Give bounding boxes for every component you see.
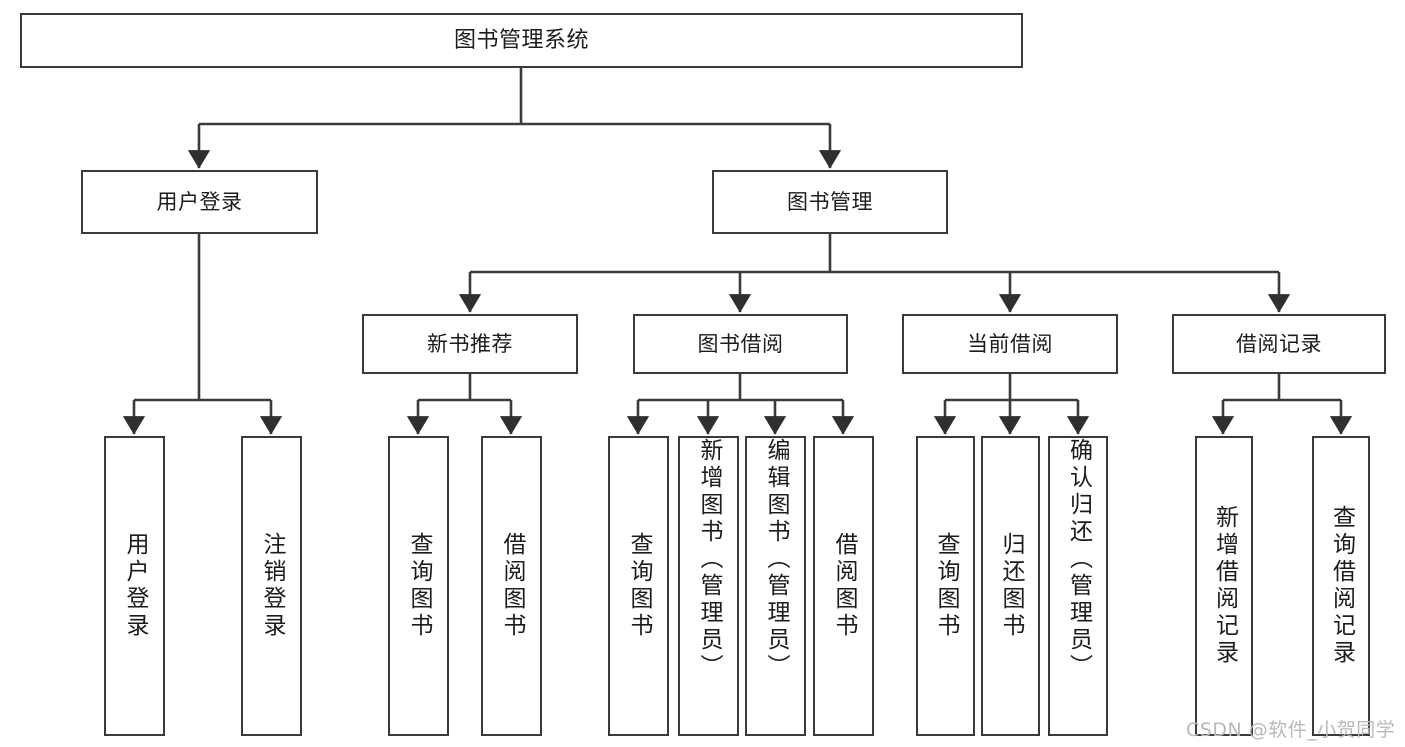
node-root-system[interactable]: 图书管理系统 bbox=[20, 13, 1023, 68]
node-label: 新增借阅记录 bbox=[1211, 505, 1238, 667]
node-book-management[interactable]: 图书管理 bbox=[712, 170, 948, 234]
node-book-borrow[interactable]: 图书借阅 bbox=[633, 314, 848, 374]
leaf-query-book-nb[interactable]: 查询图书 bbox=[388, 436, 449, 736]
node-label: 查询图书 bbox=[406, 532, 432, 640]
node-user-login[interactable]: 用户登录 bbox=[81, 170, 318, 234]
leaf-borrow-book-nb[interactable]: 借阅图书 bbox=[481, 436, 542, 736]
node-label: 图书借阅 bbox=[697, 331, 784, 356]
node-label: 新书推荐 bbox=[427, 331, 513, 356]
node-borrow-records[interactable]: 借阅记录 bbox=[1172, 314, 1386, 374]
node-label: 编辑图书（管理员） bbox=[763, 438, 789, 681]
node-label: 归还图书 bbox=[998, 532, 1024, 640]
leaf-confirm-return-admin[interactable]: 确认归还（管理员） bbox=[1048, 436, 1108, 736]
leaf-add-borrow-record[interactable]: 新增借阅记录 bbox=[1195, 436, 1253, 736]
leaf-add-book-admin[interactable]: 新增图书（管理员） bbox=[678, 436, 739, 736]
node-label: 查询图书 bbox=[626, 532, 652, 640]
node-label: 用户登录 bbox=[156, 189, 243, 214]
node-label: 借阅记录 bbox=[1236, 331, 1322, 356]
node-label: 注销登录 bbox=[259, 532, 285, 640]
node-label: 图书管理 bbox=[787, 189, 873, 214]
csdn-watermark: CSDN @软件_小贺同学 bbox=[1186, 719, 1396, 741]
leaf-edit-book-admin[interactable]: 编辑图书（管理员） bbox=[745, 436, 806, 736]
leaf-user-login[interactable]: 用户登录 bbox=[104, 436, 165, 736]
leaf-query-borrow-record[interactable]: 查询借阅记录 bbox=[1312, 436, 1370, 736]
node-label: 新增图书（管理员） bbox=[696, 438, 722, 681]
leaf-borrow-book-bb[interactable]: 借阅图书 bbox=[813, 436, 874, 736]
node-label: 确认归还（管理员） bbox=[1065, 438, 1092, 681]
node-current-borrow[interactable]: 当前借阅 bbox=[902, 314, 1118, 374]
node-label: 借阅图书 bbox=[499, 532, 525, 640]
node-label: 用户登录 bbox=[122, 532, 148, 640]
node-label: 借阅图书 bbox=[831, 532, 857, 640]
leaf-query-book-cb[interactable]: 查询图书 bbox=[916, 436, 975, 736]
node-label: 当前借阅 bbox=[967, 331, 1053, 356]
node-label: 查询图书 bbox=[933, 532, 959, 640]
leaf-return-book[interactable]: 归还图书 bbox=[981, 436, 1040, 736]
node-new-book-recommend[interactable]: 新书推荐 bbox=[362, 314, 578, 374]
leaf-query-book-bb[interactable]: 查询图书 bbox=[608, 436, 669, 736]
node-label: 查询借阅记录 bbox=[1328, 505, 1355, 667]
node-label: 图书管理系统 bbox=[453, 27, 589, 53]
leaf-logout[interactable]: 注销登录 bbox=[241, 436, 302, 736]
